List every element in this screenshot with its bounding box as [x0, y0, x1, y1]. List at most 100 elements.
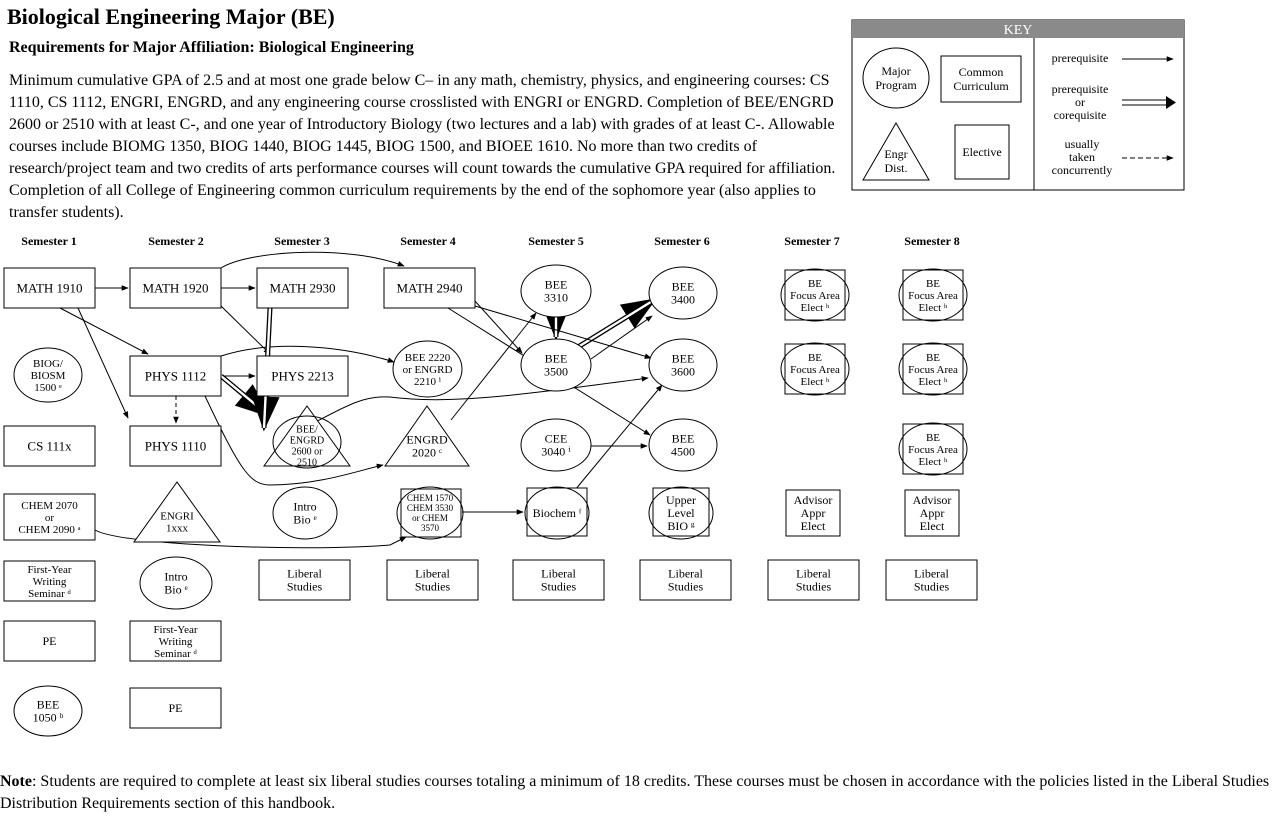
semester-2-header: Semester 2 — [148, 234, 203, 248]
course-label: MATH 2930 — [269, 281, 335, 296]
course-node-phys1112: PHYS 1112 — [129, 355, 222, 397]
key-prerequisite-label: prerequisite — [1052, 51, 1109, 65]
course-label: MATH 1910 — [16, 281, 82, 296]
course-node-biochem: Biochem ᶠ — [524, 486, 590, 540]
prereq-arrow-20 — [576, 297, 657, 350]
key-engr-dist-shape — [862, 122, 930, 181]
prereq-arrow-8 — [220, 305, 271, 355]
page-subtitle: Requirements for Major Affiliation: Biol… — [9, 39, 414, 56]
course-label: MATH 2940 — [396, 281, 462, 296]
course-label: PHYS 1110 — [145, 439, 207, 454]
semester-5-header: Semester 5 — [528, 234, 583, 248]
course-label: PHYS 2213 — [271, 369, 334, 384]
course-node-pe1: PE — [3, 620, 96, 662]
semester-7-header: Semester 7 — [784, 234, 839, 248]
prereq-arrow-4 — [59, 307, 149, 355]
course-label: CS 111x — [27, 439, 72, 454]
liberal-studies-note: Note: Students are required to complete … — [0, 773, 1270, 812]
prereq-arrow-13 — [299, 376, 649, 431]
course-node-phys1110: PHYS 1110 — [129, 425, 222, 467]
prereq-arrow-21 — [590, 315, 653, 360]
course-node-math1910: MATH 1910 — [3, 267, 96, 309]
course-node-phys2213: PHYS 2213 — [256, 355, 349, 397]
semester-8-header: Semester 8 — [904, 234, 959, 248]
course-node-math2930: MATH 2930 — [256, 267, 349, 309]
key-elective-label: Elective — [962, 145, 1001, 159]
prereq-arrow-5 — [77, 307, 129, 419]
prereq-arrow-9 — [220, 345, 395, 363]
prereq-arrow-3 — [220, 251, 405, 269]
course-node-cs111x: CS 111x — [3, 425, 96, 467]
course-label: PE — [168, 701, 182, 715]
semester-4-header: Semester 4 — [400, 234, 455, 248]
key-title: KEY — [1004, 23, 1033, 38]
prereq-arrow-22 — [474, 305, 652, 359]
affiliation-requirements-text: Minimum cumulative GPA of 2.5 and at mos… — [9, 72, 836, 221]
course-label: PE — [42, 634, 56, 648]
key-elective-shape — [954, 124, 1010, 180]
course-node-pe2: PE — [129, 687, 222, 729]
key-major-program-shape — [862, 47, 930, 109]
course-node-math2940: MATH 2940 — [383, 267, 476, 309]
page-title: Biological Engineering Major (BE) — [7, 4, 335, 29]
course-label: Biochem ᶠ — [533, 506, 582, 520]
prereq-arrow-14 — [450, 312, 537, 421]
semester-headers: Semester 1 Semester 2 Semester 3 Semeste… — [21, 234, 959, 248]
prereq-arrow-15 — [94, 529, 407, 549]
